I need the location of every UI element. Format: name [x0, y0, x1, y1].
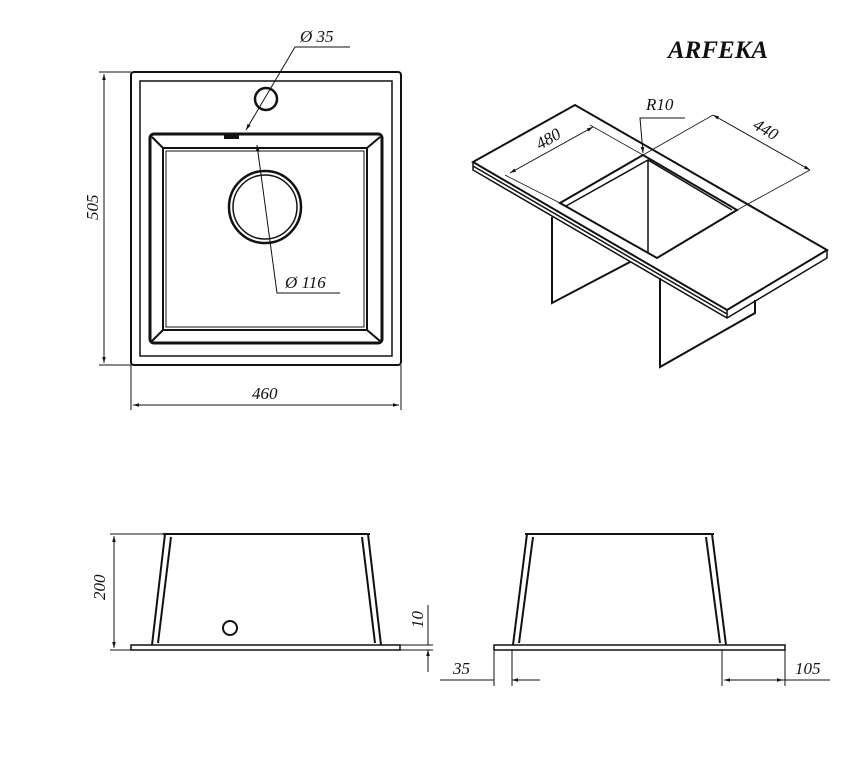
flange-dim: 10 — [408, 611, 427, 629]
drain-dim: Ø 116 — [284, 273, 326, 292]
tap-hole-dim: Ø 35 — [299, 27, 334, 46]
length-dim: 505 — [83, 195, 102, 221]
brand-title: ARFEKA — [666, 37, 768, 64]
width-dim: 460 — [252, 384, 278, 403]
top-view: Ø 35 Ø 116 505 460 — [83, 27, 402, 410]
depth-dim: 200 — [90, 574, 109, 600]
left-offset-dim: 35 — [452, 659, 470, 678]
cutout-length-dim: 480 — [533, 124, 565, 153]
front-view: 200 10 — [90, 533, 433, 672]
iso-view: 480 440 R10 — [470, 95, 829, 369]
side-view: 35 105 — [440, 533, 830, 686]
right-offset-dim: 105 — [795, 659, 821, 678]
radius-dim: R10 — [645, 95, 674, 114]
cutout-width-dim: 440 — [750, 115, 782, 144]
